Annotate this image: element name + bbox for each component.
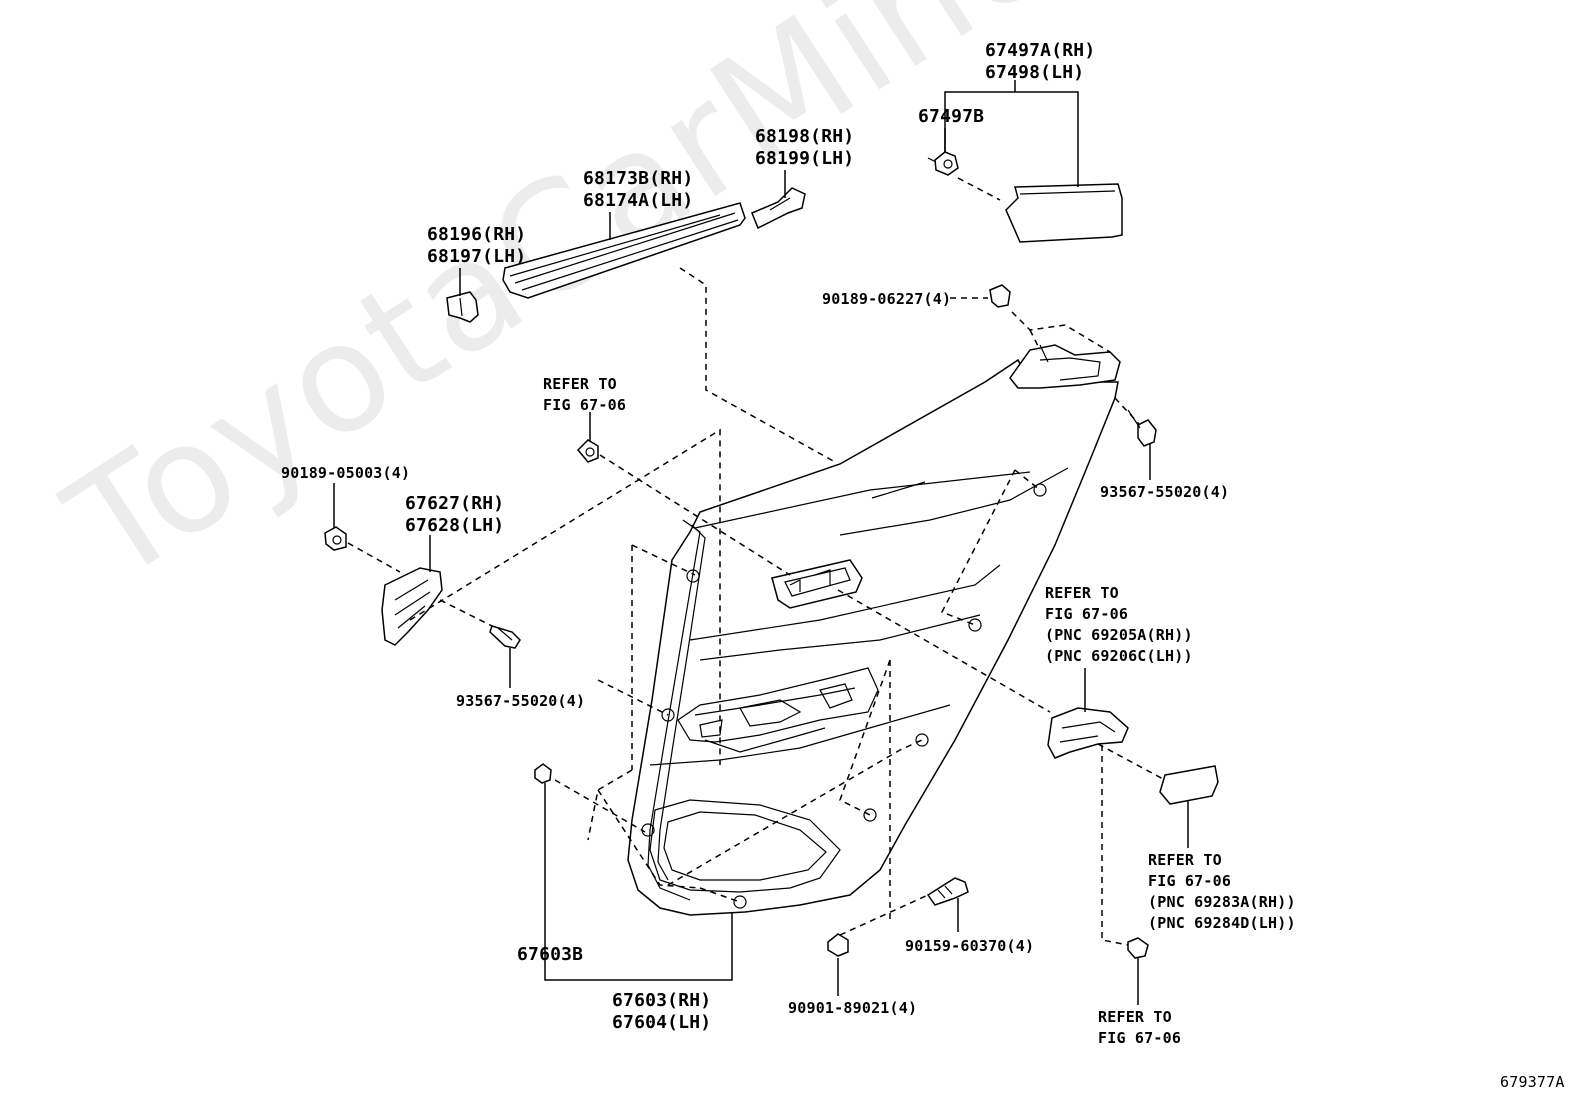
- label-refer2-c: (PNC 69205A(RH)): [1045, 626, 1193, 644]
- inside-handle: [1047, 707, 1129, 759]
- clip-67497b: [927, 151, 959, 176]
- label-90901-89021: 90901-89021(4): [788, 999, 918, 1017]
- clip-90189-05003: [324, 526, 347, 551]
- label-93567-left: 93567-55020(4): [456, 692, 586, 710]
- label-67604: 67604(LH): [612, 1012, 712, 1033]
- label-refer1-a: REFER TO: [543, 375, 617, 393]
- label-67497b: 67497B: [918, 106, 985, 127]
- label-90189-06227: 90189-06227(4): [822, 290, 952, 308]
- bolt-90159-60370: [926, 877, 969, 906]
- label-67603b: 67603B: [517, 944, 584, 965]
- handle-cover: [1159, 765, 1219, 805]
- belt-weatherstrip: [502, 202, 746, 299]
- label-refer2-a: REFER TO: [1045, 584, 1119, 602]
- label-refer4-a: REFER TO: [1098, 1008, 1172, 1026]
- label-90159-60370: 90159-60370(4): [905, 937, 1035, 955]
- label-67628: 67628(LH): [405, 515, 505, 536]
- label-68198: 68198(RH): [755, 126, 855, 147]
- cover-67497a: [1005, 183, 1123, 243]
- label-68197: 68197(LH): [427, 246, 527, 267]
- label-68173b: 68173B(RH): [583, 168, 694, 189]
- leader-lines: [333, 80, 1189, 1005]
- label-67497a: 67497A(RH): [985, 40, 1096, 61]
- label-refer3-a: REFER TO: [1148, 851, 1222, 869]
- label-refer1-b: FIG 67-06: [543, 396, 627, 414]
- label-67498: 67498(LH): [985, 62, 1085, 83]
- label-90189-05003: 90189-05003(4): [281, 464, 411, 482]
- screw-refer-bottom: [1127, 937, 1149, 959]
- label-68196: 68196(RH): [427, 224, 527, 245]
- label-68199: 68199(LH): [755, 148, 855, 169]
- label-refer2-d: (PNC 69206C(LH)): [1045, 647, 1193, 665]
- assembly-lines: [347, 177, 1166, 946]
- clip-67603b: [534, 763, 552, 784]
- label-67603: 67603(RH): [612, 990, 712, 1011]
- label-refer4-b: FIG 67-06: [1098, 1029, 1182, 1047]
- clip-refer-top: [576, 439, 599, 463]
- clip-68198: [751, 187, 806, 230]
- upper-bracket: [1009, 344, 1121, 389]
- label-refer3-b: FIG 67-06: [1148, 872, 1232, 890]
- nut-90189-06227: [989, 284, 1011, 308]
- label-68174a: 68174A(LH): [583, 190, 694, 211]
- screw-93567-right: [1127, 409, 1157, 447]
- label-refer2-b: FIG 67-06: [1045, 605, 1129, 623]
- label-refer3-c: (PNC 69283A(RH)): [1148, 893, 1296, 911]
- clip-68196: [446, 291, 479, 323]
- screw-93567-left: [489, 625, 521, 649]
- figure-code: 679377A: [1500, 1073, 1565, 1091]
- label-93567-top: 93567-55020(4): [1100, 483, 1230, 501]
- nut-90901-89021: [827, 933, 849, 957]
- label-refer3-d: (PNC 69284D(LH)): [1148, 914, 1296, 932]
- door-trim-panel: [627, 358, 1119, 916]
- label-67627: 67627(RH): [405, 493, 505, 514]
